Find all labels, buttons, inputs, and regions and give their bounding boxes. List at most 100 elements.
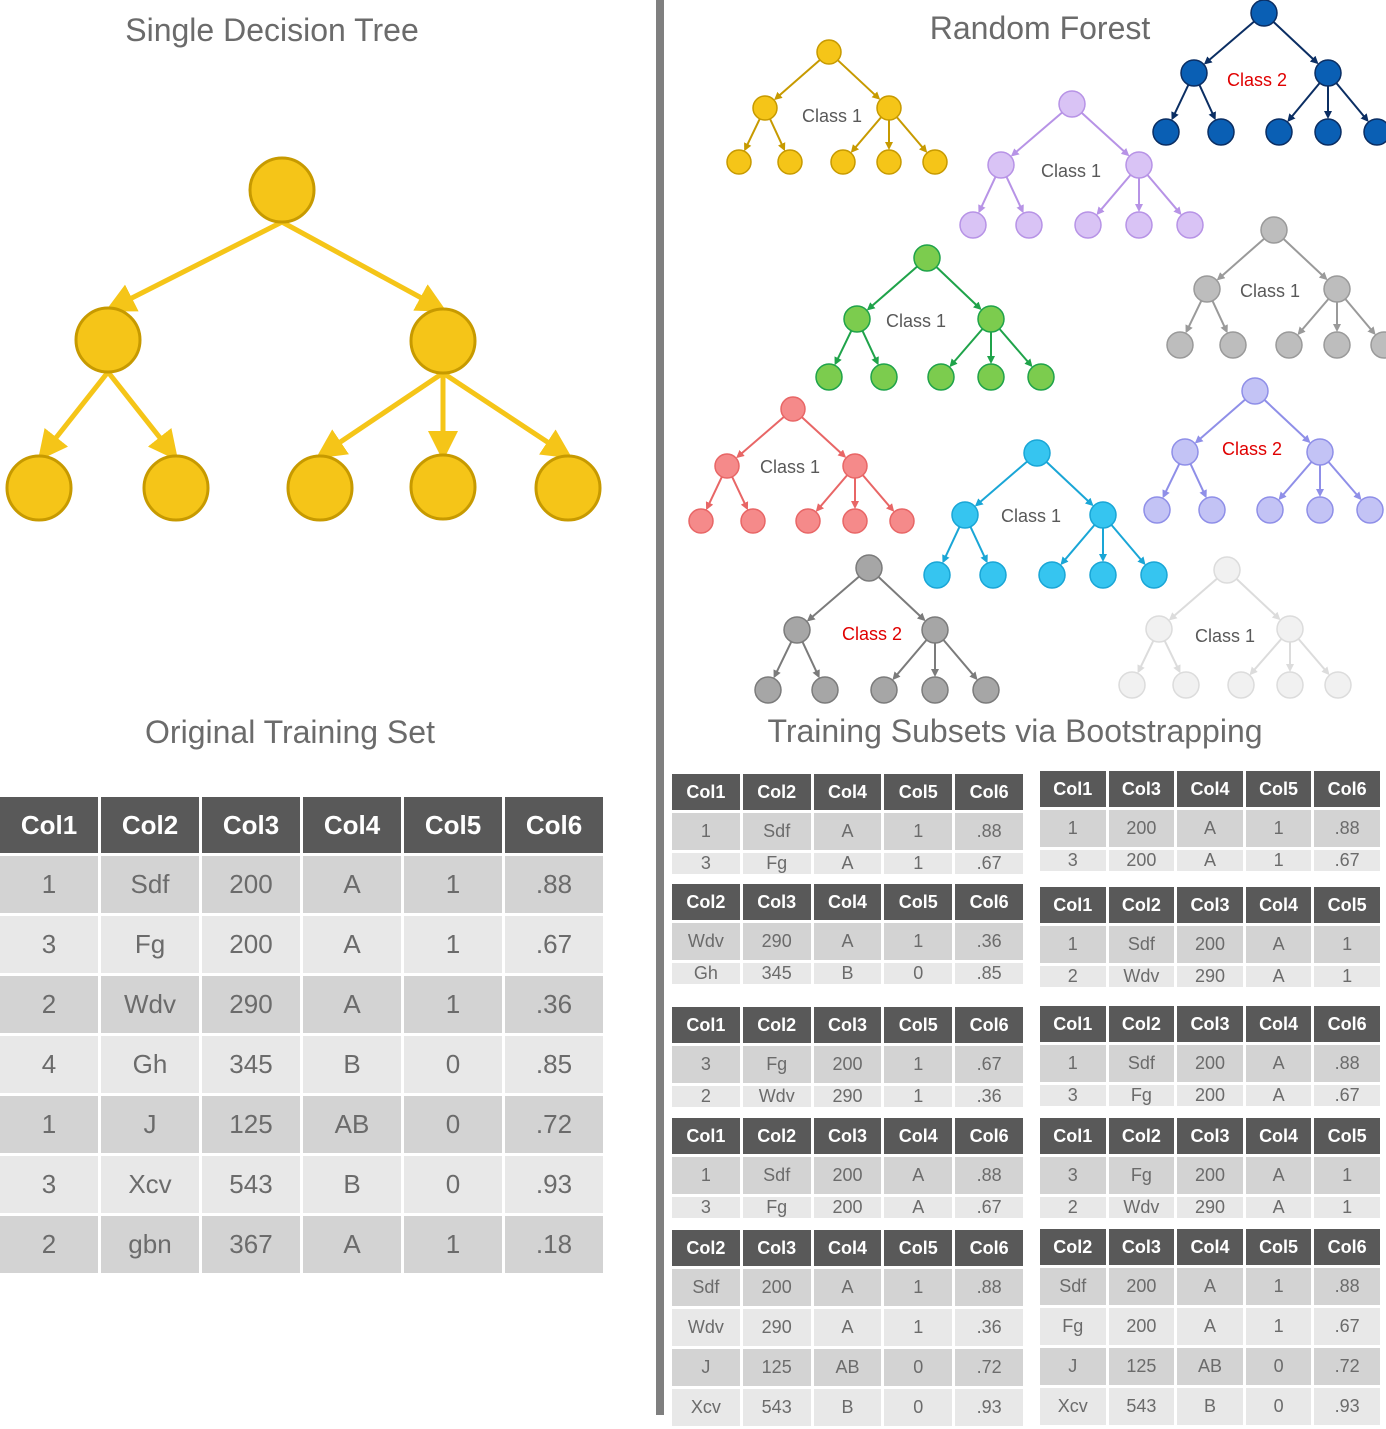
table-cell: .36	[505, 976, 603, 1033]
forest-tree-node	[870, 676, 898, 704]
forest-tree-node	[1370, 331, 1386, 359]
column-header: Col3	[813, 1007, 882, 1043]
forest-tree-node	[1140, 561, 1168, 589]
forest-tree-node	[1256, 496, 1284, 524]
table-cell: A	[1245, 1085, 1312, 1106]
forest-tree-edge	[978, 176, 997, 214]
table-cell: 0	[884, 1389, 953, 1426]
table-cell: A	[813, 813, 882, 850]
table-cell: Sdf	[1108, 1045, 1175, 1082]
original-training-set-title: Original Training Set	[145, 714, 435, 750]
forest-tree-edge	[1216, 237, 1265, 281]
table-cell: 200	[742, 1269, 811, 1306]
forest-tree-node	[1219, 331, 1247, 359]
forest-tree-edge	[801, 416, 847, 458]
tree-edge	[280, 219, 447, 312]
forest-tree-node	[1074, 211, 1102, 239]
table-cell: 1	[1314, 1157, 1380, 1194]
table-cell: .18	[505, 1216, 603, 1273]
forest-tree-node	[987, 151, 1015, 179]
forest-tree-node	[1323, 275, 1351, 303]
table-cell: .67	[1314, 1085, 1380, 1106]
forest-tree-edge	[1162, 463, 1181, 499]
forest-tree-edge	[942, 639, 978, 681]
table-cell: 3	[0, 1156, 98, 1213]
table-cell: 200	[813, 1197, 882, 1218]
table-cell: 3	[672, 853, 740, 874]
table-cell: Fg	[1108, 1085, 1175, 1106]
table-cell: Wdv	[101, 976, 199, 1033]
tree-edge	[105, 219, 284, 312]
forest-tree-node	[977, 363, 1005, 391]
table-cell: Xcv	[672, 1389, 740, 1426]
table-cell: .85	[955, 963, 1023, 984]
table-cell: 290	[202, 976, 300, 1033]
table-row: 4 Gh 345 B 0 .85	[0, 1036, 603, 1093]
table-cell: .36	[955, 1086, 1023, 1107]
table-cell: 0	[1245, 1348, 1312, 1385]
column-header: Col6	[1314, 1006, 1380, 1042]
forest-tree-edge	[935, 266, 982, 311]
forest-tree-edge	[1185, 300, 1203, 334]
table-cell: .85	[505, 1036, 603, 1093]
table-cell: 1	[1245, 810, 1312, 847]
forest-tree-edge	[1282, 238, 1328, 281]
column-header: Col6	[955, 1118, 1023, 1154]
tree-class-label: Class 1	[760, 457, 820, 477]
column-header: Col2	[672, 884, 740, 920]
table-cell: A	[1177, 1268, 1243, 1305]
table-cell: 290	[742, 1309, 811, 1346]
table-cell: .88	[955, 813, 1023, 850]
table-cell: 0	[404, 1156, 502, 1213]
table-cell: 1	[404, 976, 502, 1033]
forest-tree-edge	[998, 328, 1033, 368]
column-header: Col2	[101, 797, 199, 853]
table-cell: 3	[1040, 1157, 1106, 1194]
table-cell: 1	[884, 1309, 953, 1346]
table-cell: Sdf	[101, 856, 199, 913]
table-cell: 200	[202, 856, 300, 913]
forest-tree-node	[927, 363, 955, 391]
table-cell: 200	[1108, 1268, 1175, 1305]
forest-tree-node	[783, 616, 811, 644]
column-header: Col3	[1177, 1118, 1243, 1154]
column-header: Col2	[742, 1118, 811, 1154]
table-cell: gbn	[101, 1216, 199, 1273]
table-row: 1 Sdf 200 A 1 .88	[0, 856, 603, 913]
forest-tree-edge	[1137, 640, 1155, 674]
tree-class-label: Class 2	[1222, 439, 1282, 459]
forest-tree-node	[816, 39, 842, 65]
column-header: Col1	[0, 797, 98, 853]
forest-tree-edge	[1198, 84, 1216, 121]
tree-node	[142, 454, 210, 522]
forest-tree-node	[1276, 671, 1304, 699]
forest-tree-edge	[801, 641, 820, 679]
table-header-row: Col1 Col2 Col3 Col4 Col5 Col6	[0, 797, 603, 853]
table-cell: Fg	[1108, 1157, 1175, 1194]
column-header: Col2	[742, 774, 811, 810]
table-cell: Sdf	[1040, 1268, 1106, 1305]
forest-tree-node	[1172, 671, 1200, 699]
table-cell: 200	[1177, 926, 1243, 963]
forest-tree-node	[876, 149, 902, 175]
table-cell: Sdf	[742, 1157, 811, 1194]
forest-tree-node	[1058, 90, 1086, 118]
table-cell: 1	[672, 1157, 740, 1194]
forest-tree-node	[1089, 501, 1117, 529]
table-cell: Wdv	[742, 1086, 811, 1107]
table-cell: .93	[1314, 1388, 1380, 1425]
forest-tree-edge	[1010, 111, 1063, 157]
